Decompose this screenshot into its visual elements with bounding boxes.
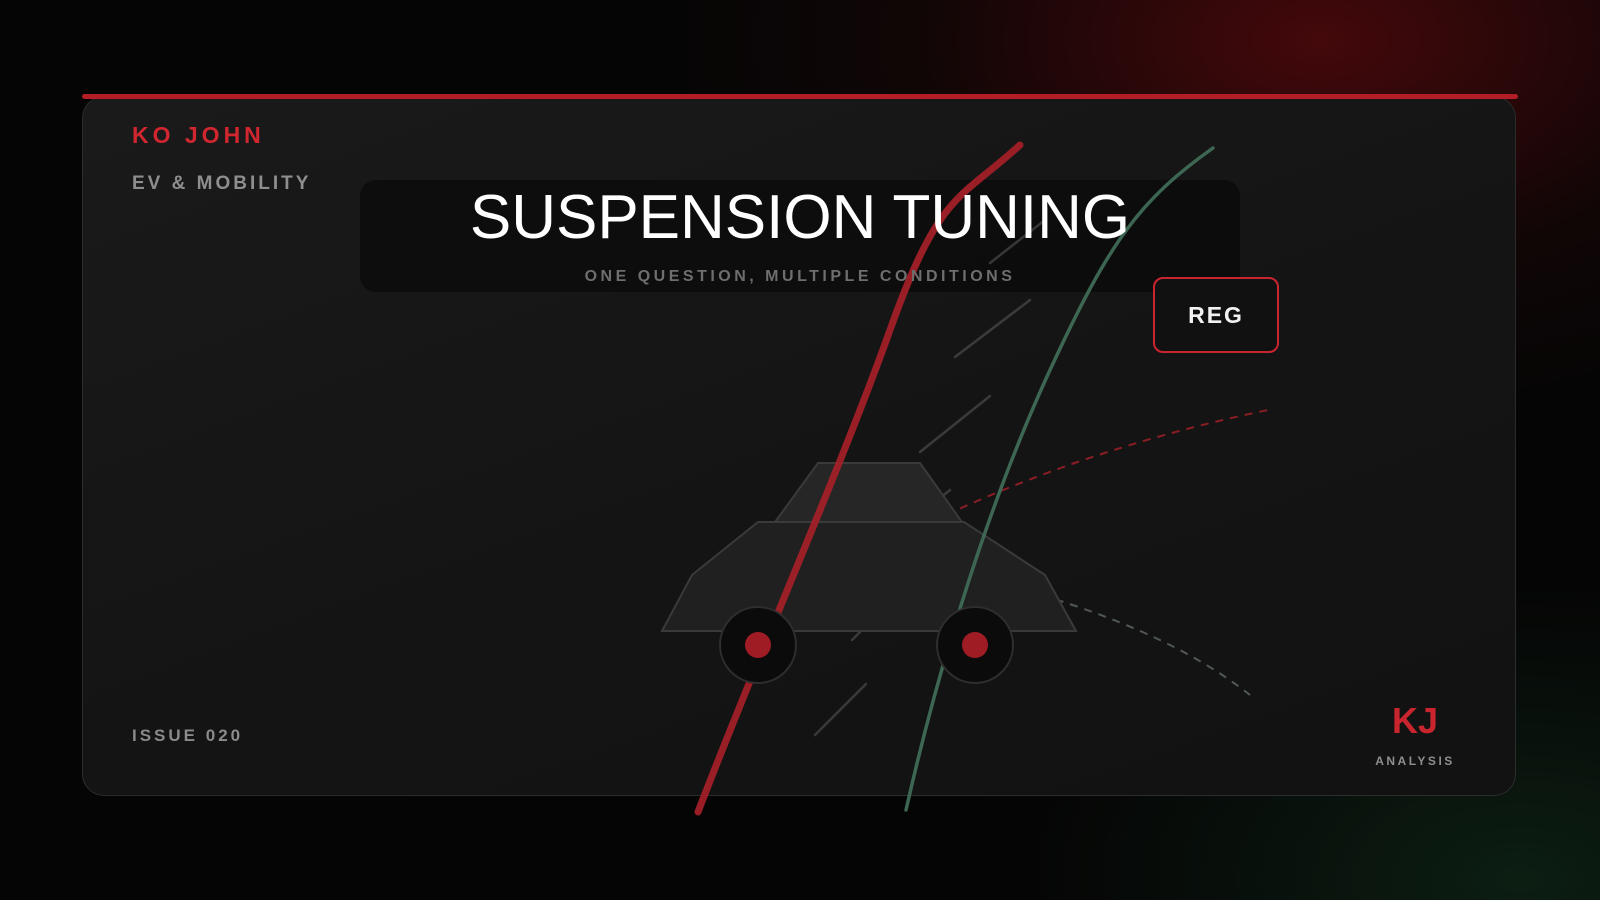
brand-name: KO JOHN bbox=[132, 122, 265, 148]
rear-wheel bbox=[936, 606, 1014, 684]
issue-number: ISSUE 020 bbox=[132, 726, 244, 745]
logo-caption: ANALYSIS bbox=[1375, 754, 1455, 768]
red-dashed-path bbox=[865, 409, 1269, 556]
green-curve bbox=[904, 146, 1215, 812]
reg-tag-label: REG bbox=[1188, 301, 1244, 328]
kj-logo: KJ bbox=[1391, 700, 1439, 741]
car-icon bbox=[660, 462, 1078, 632]
top-accent-line bbox=[82, 94, 1518, 99]
title-panel bbox=[360, 180, 1240, 292]
page-title: SUSPENSION TUNING bbox=[469, 183, 1131, 252]
page-subtitle: ONE QUESTION, MULTIPLE CONDITIONS bbox=[584, 268, 1016, 285]
front-wheel bbox=[719, 606, 797, 684]
reg-tag: REG bbox=[1153, 277, 1279, 353]
section-label: EV & MOBILITY bbox=[132, 173, 312, 194]
